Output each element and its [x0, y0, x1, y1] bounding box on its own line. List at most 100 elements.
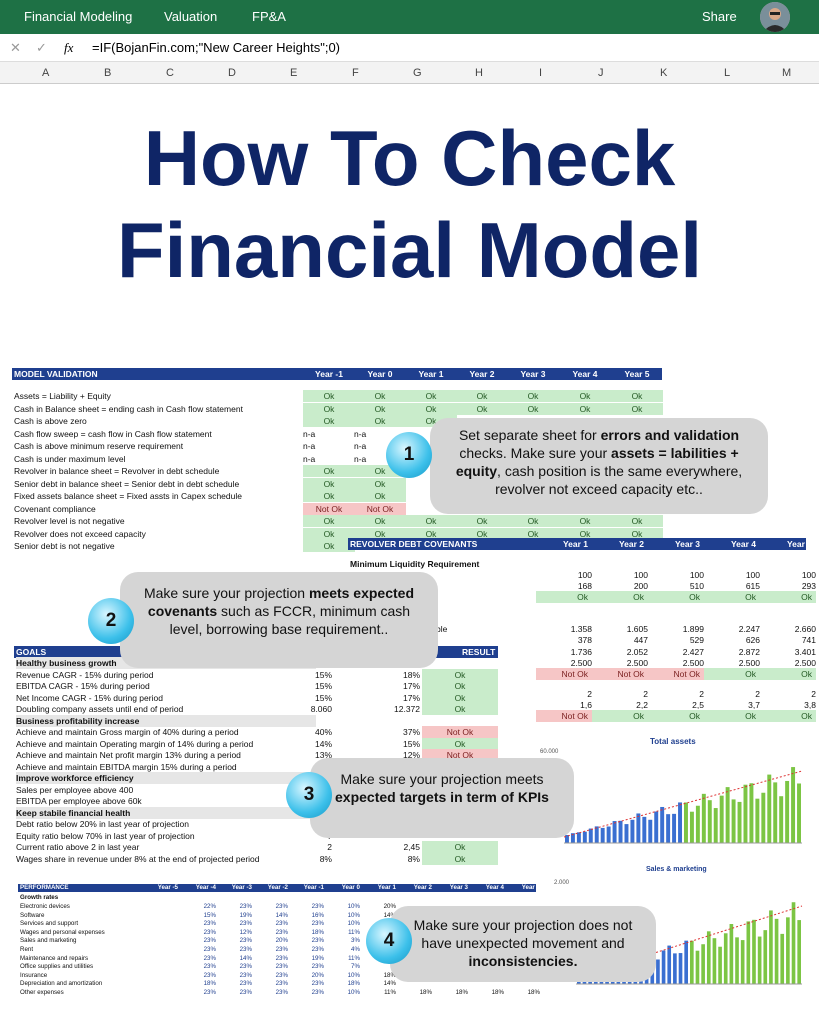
covenant-cell[interactable]: Ok [760, 591, 816, 603]
perf-value[interactable]: 12% [239, 928, 252, 936]
covenant-cell[interactable]: 1.899 [682, 624, 704, 634]
check-cell[interactable]: Ok [303, 402, 355, 415]
check-cell[interactable]: Ok [303, 390, 355, 402]
perf-value[interactable]: 18% [455, 989, 468, 996]
check-cell[interactable]: Ok [456, 402, 508, 415]
perf-value[interactable]: 11% [348, 928, 360, 936]
check-cell[interactable]: Ok [559, 515, 611, 527]
check-cell[interactable]: Ok [303, 465, 355, 477]
perf-value[interactable]: 23% [203, 946, 216, 953]
perf-value[interactable]: 23% [275, 980, 288, 988]
goal-result[interactable]: Ok [422, 680, 498, 692]
covenant-cell[interactable]: 626 [745, 635, 760, 645]
goal-result[interactable]: Ok [422, 841, 498, 853]
covenant-cell[interactable]: 3,8 [804, 700, 816, 710]
cancel-icon[interactable]: ✕ [10, 40, 21, 55]
check-cell[interactable]: Ok [611, 402, 663, 415]
check-cell[interactable]: Ok [405, 390, 457, 402]
perf-value[interactable]: 23% [311, 937, 324, 945]
perf-value[interactable]: 10% [347, 971, 360, 979]
check-cell[interactable]: Ok [611, 390, 663, 402]
perf-value[interactable]: 23% [311, 980, 324, 988]
perf-value[interactable]: 23% [203, 971, 216, 979]
column-header[interactable]: J [598, 67, 604, 79]
perf-value[interactable]: 20% [311, 971, 324, 979]
covenant-cell[interactable]: 529 [689, 635, 704, 645]
perf-value[interactable]: 23% [239, 920, 252, 928]
check-cell[interactable]: Ok [354, 402, 406, 415]
covenant-cell[interactable]: 168 [577, 581, 592, 591]
covenant-cell[interactable]: Ok [592, 710, 648, 722]
covenant-cell[interactable]: 100 [689, 570, 704, 580]
perf-value[interactable]: 11% [348, 954, 360, 962]
check-cell[interactable]: Ok [354, 527, 406, 540]
perf-value[interactable]: 23% [203, 928, 216, 936]
perf-value[interactable]: 23% [311, 920, 324, 928]
check-cell[interactable]: Ok [405, 527, 457, 540]
perf-value[interactable]: 18% [203, 980, 216, 988]
covenant-cell[interactable]: 2.500 [738, 658, 760, 668]
perf-value[interactable]: 23% [239, 989, 252, 996]
column-header[interactable]: H [475, 67, 483, 79]
perf-value[interactable]: 20% [275, 937, 288, 945]
covenant-cell[interactable]: Ok [648, 591, 704, 603]
covenant-cell[interactable]: 2 [643, 689, 648, 699]
covenant-cell[interactable]: Not Ok [536, 668, 592, 680]
covenant-cell[interactable]: Ok [592, 591, 648, 603]
perf-value[interactable]: 23% [203, 954, 216, 962]
check-cell[interactable]: Ok [507, 402, 559, 415]
perf-value[interactable]: 23% [275, 946, 288, 953]
covenant-cell[interactable]: 2.500 [570, 658, 592, 668]
perf-value[interactable]: 23% [239, 946, 252, 953]
column-header[interactable]: M [782, 67, 792, 79]
perf-value[interactable]: 18% [527, 989, 540, 996]
covenant-cell[interactable]: 1,6 [580, 700, 592, 710]
perf-value[interactable]: 10% [347, 989, 360, 996]
check-cell[interactable]: Ok [559, 390, 611, 402]
covenant-cell[interactable]: 2.872 [738, 647, 760, 657]
perf-value[interactable]: 7% [351, 963, 360, 971]
column-header[interactable]: L [724, 67, 731, 79]
perf-value[interactable]: 23% [311, 963, 324, 971]
check-cell[interactable]: Ok [456, 527, 508, 540]
column-header[interactable]: B [104, 67, 112, 79]
covenant-cell[interactable]: 100 [801, 570, 816, 580]
check-cell[interactable]: Ok [354, 490, 406, 502]
goal-result[interactable]: Ok [422, 668, 498, 681]
covenant-cell[interactable]: 1.605 [626, 624, 648, 634]
covenant-cell[interactable]: Not Ok [648, 668, 704, 680]
column-header[interactable]: F [352, 67, 359, 79]
column-header[interactable]: C [166, 67, 174, 79]
perf-value[interactable]: 19% [239, 911, 252, 919]
covenant-cell[interactable]: 2.500 [682, 658, 704, 668]
perf-value[interactable]: 18% [311, 928, 324, 936]
covenant-cell[interactable]: Ok [704, 668, 760, 680]
check-cell[interactable]: n-a [354, 441, 367, 451]
perf-value[interactable]: 19% [311, 954, 324, 962]
perf-value[interactable]: 23% [239, 937, 252, 945]
covenant-cell[interactable]: 2.247 [738, 624, 760, 634]
goal-result[interactable]: Ok [422, 852, 498, 865]
perf-value[interactable]: 16% [311, 911, 324, 919]
avatar[interactable] [760, 2, 790, 32]
covenant-cell[interactable]: Not Ok [536, 710, 592, 722]
perf-value[interactable]: 10% [347, 920, 360, 928]
check-cell[interactable]: Ok [303, 527, 355, 540]
covenant-cell[interactable]: 2.427 [682, 647, 704, 657]
covenant-cell[interactable]: 741 [801, 635, 816, 645]
perf-value[interactable]: 23% [203, 937, 216, 945]
perf-value[interactable]: 23% [275, 954, 288, 962]
perf-value[interactable]: 22% [203, 903, 216, 910]
perf-value[interactable]: 15% [203, 911, 216, 919]
perf-value[interactable]: 23% [275, 903, 288, 910]
column-header[interactable]: A [42, 67, 50, 79]
check-cell[interactable]: Ok [559, 402, 611, 415]
fx-icon[interactable]: fx [64, 40, 74, 55]
perf-value[interactable]: 23% [203, 963, 216, 971]
check-cell[interactable]: Ok [303, 477, 355, 490]
column-header[interactable]: K [660, 67, 668, 79]
perf-value[interactable]: 23% [311, 903, 324, 910]
check-cell[interactable]: Ok [303, 415, 355, 427]
nav-financial-modeling[interactable]: Financial Modeling [24, 9, 133, 24]
perf-value[interactable]: 23% [275, 920, 288, 928]
